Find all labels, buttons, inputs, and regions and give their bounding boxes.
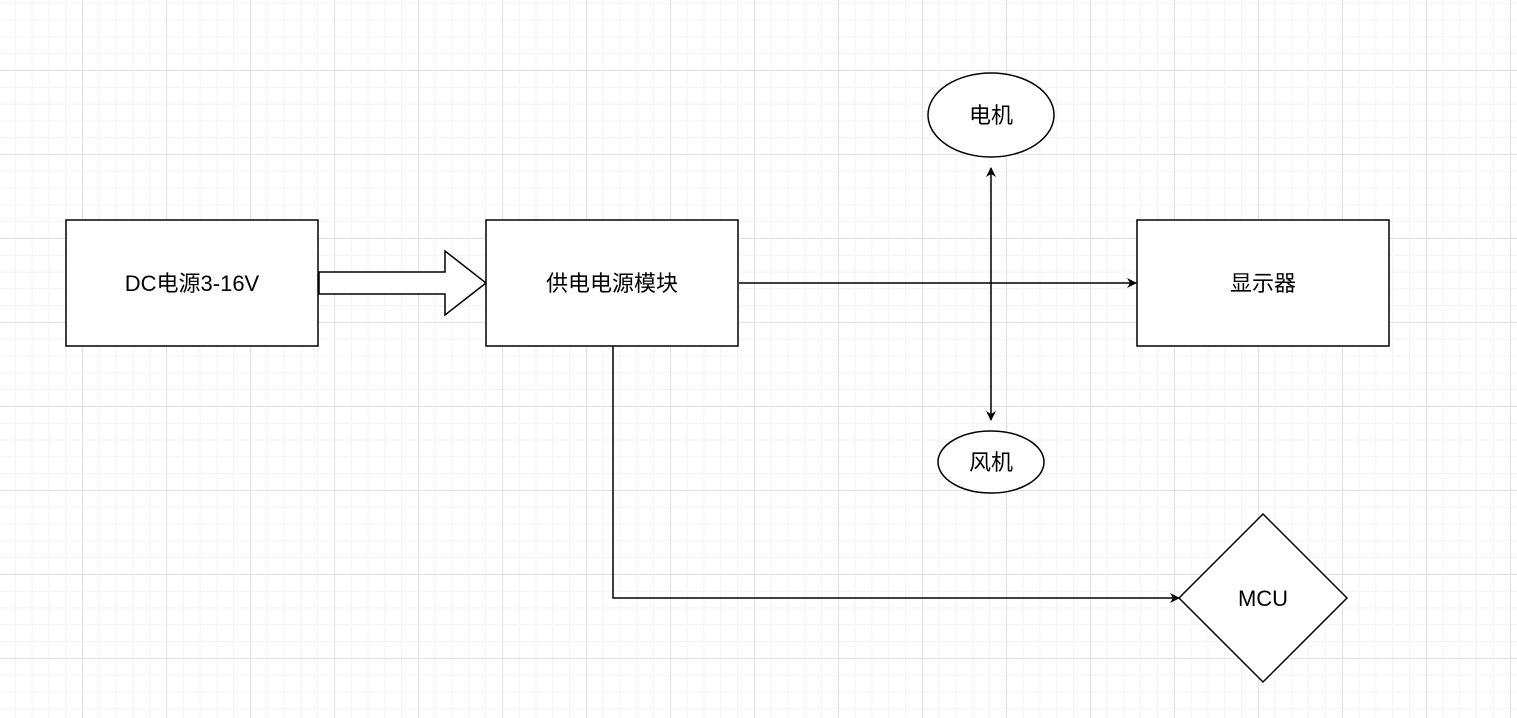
- node-fan-label: 风机: [969, 450, 1013, 475]
- block-arrow[interactable]: [318, 249, 488, 317]
- node-motor-label: 电机: [969, 103, 1013, 128]
- node-power-module-shape[interactable]: [485, 219, 739, 347]
- node-display[interactable]: 显示器: [1136, 219, 1390, 347]
- node-fan-shape[interactable]: [937, 430, 1045, 494]
- node-motor[interactable]: 电机: [927, 72, 1055, 158]
- node-mcu[interactable]: MCU: [1177, 512, 1349, 684]
- node-mcu-label: MCU: [1238, 586, 1288, 611]
- edge-module-to-mcu[interactable]: [612, 346, 1180, 603]
- node-dc-power-label: DC电源3-16V: [125, 271, 260, 296]
- node-power-module-label: 供电电源模块: [546, 271, 678, 296]
- node-motor-shape[interactable]: [927, 72, 1055, 158]
- node-dc-power[interactable]: DC电源3-16V: [65, 219, 319, 347]
- node-mcu-shape[interactable]: [1177, 512, 1349, 684]
- edge-dc-to-module[interactable]: [318, 249, 488, 317]
- node-display-label: 显示器: [1230, 271, 1296, 296]
- node-dc-power-shape[interactable]: [65, 219, 319, 347]
- node-fan[interactable]: 风机: [937, 430, 1045, 494]
- node-power-module[interactable]: 供电电源模块: [485, 219, 739, 347]
- node-display-shape[interactable]: [1136, 219, 1390, 347]
